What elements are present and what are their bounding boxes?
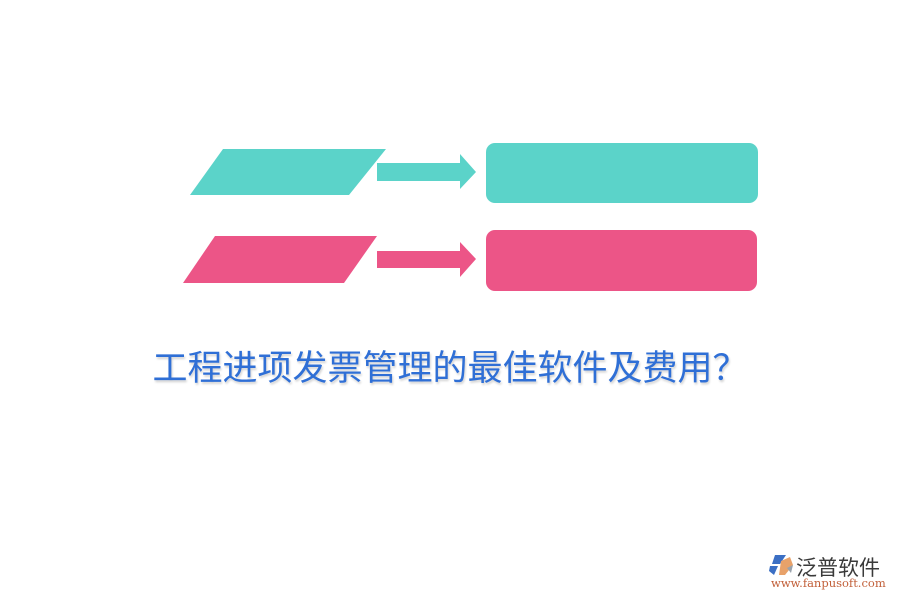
parallelogram-shape-2	[183, 236, 377, 283]
right-arrow-icon	[377, 242, 476, 277]
diagram-row-2	[183, 230, 757, 291]
parallelogram-shape-1	[190, 149, 386, 195]
right-arrow-icon	[377, 154, 476, 189]
brand-name: 泛普软件	[796, 556, 880, 580]
page-title: 工程进项发票管理的最佳软件及费用？	[152, 349, 748, 389]
fanpu-logo-icon	[769, 555, 793, 575]
brand-url[interactable]: www.fanpusoft.com	[771, 576, 886, 590]
brand-logo[interactable]: 泛普软件 www.fanpusoft.com	[768, 552, 898, 592]
diagram-row-1	[190, 143, 758, 203]
rounded-box-1	[486, 143, 758, 203]
rounded-box-2	[486, 230, 757, 291]
